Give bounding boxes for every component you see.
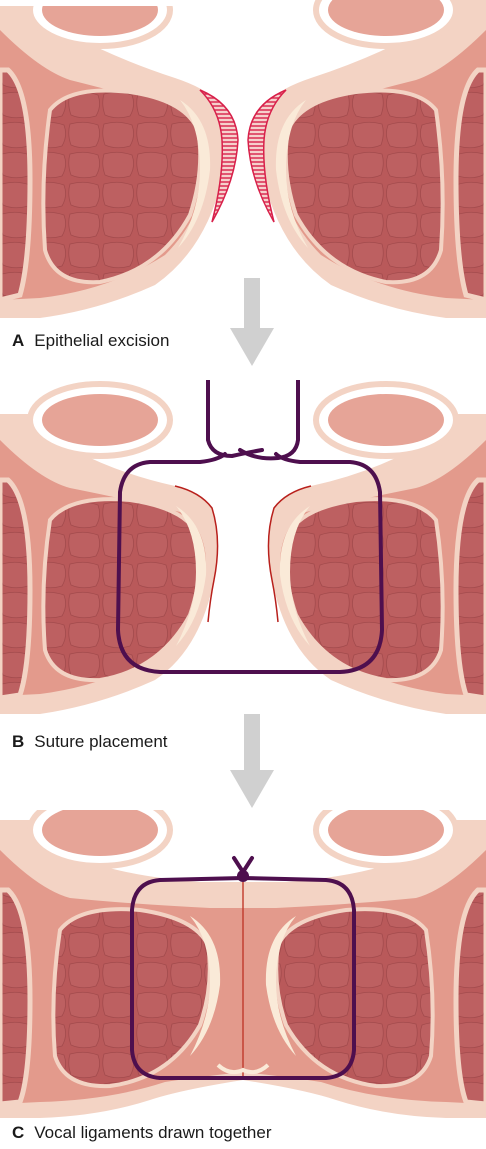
panel-a xyxy=(0,0,486,322)
caption-a: A Epithelial excision xyxy=(12,331,169,351)
caption-c-text: Vocal ligaments drawn together xyxy=(34,1123,271,1142)
down-arrow-2 xyxy=(228,714,276,810)
left-vocal-fold-c xyxy=(0,810,243,1118)
panel-c xyxy=(0,810,486,1120)
caption-b: B Suture placement xyxy=(12,732,168,752)
caption-a-text: Epithelial excision xyxy=(34,331,169,350)
right-vocal-fold-c xyxy=(243,810,486,1118)
panel-a-illustration xyxy=(0,0,486,322)
panel-b xyxy=(0,380,486,720)
caption-c-letter: C xyxy=(12,1123,24,1142)
down-arrow-1 xyxy=(228,278,276,368)
caption-b-text: Suture placement xyxy=(34,732,167,751)
right-vocal-fold-b xyxy=(268,384,486,714)
panel-b-illustration xyxy=(0,380,486,720)
caption-b-letter: B xyxy=(12,732,24,751)
caption-c: C Vocal ligaments drawn together xyxy=(12,1123,271,1143)
panel-c-illustration xyxy=(0,810,486,1120)
suture-knot xyxy=(237,870,249,882)
caption-a-letter: A xyxy=(12,331,24,350)
left-vocal-fold-b xyxy=(0,384,218,714)
right-vocal-fold xyxy=(248,0,486,318)
